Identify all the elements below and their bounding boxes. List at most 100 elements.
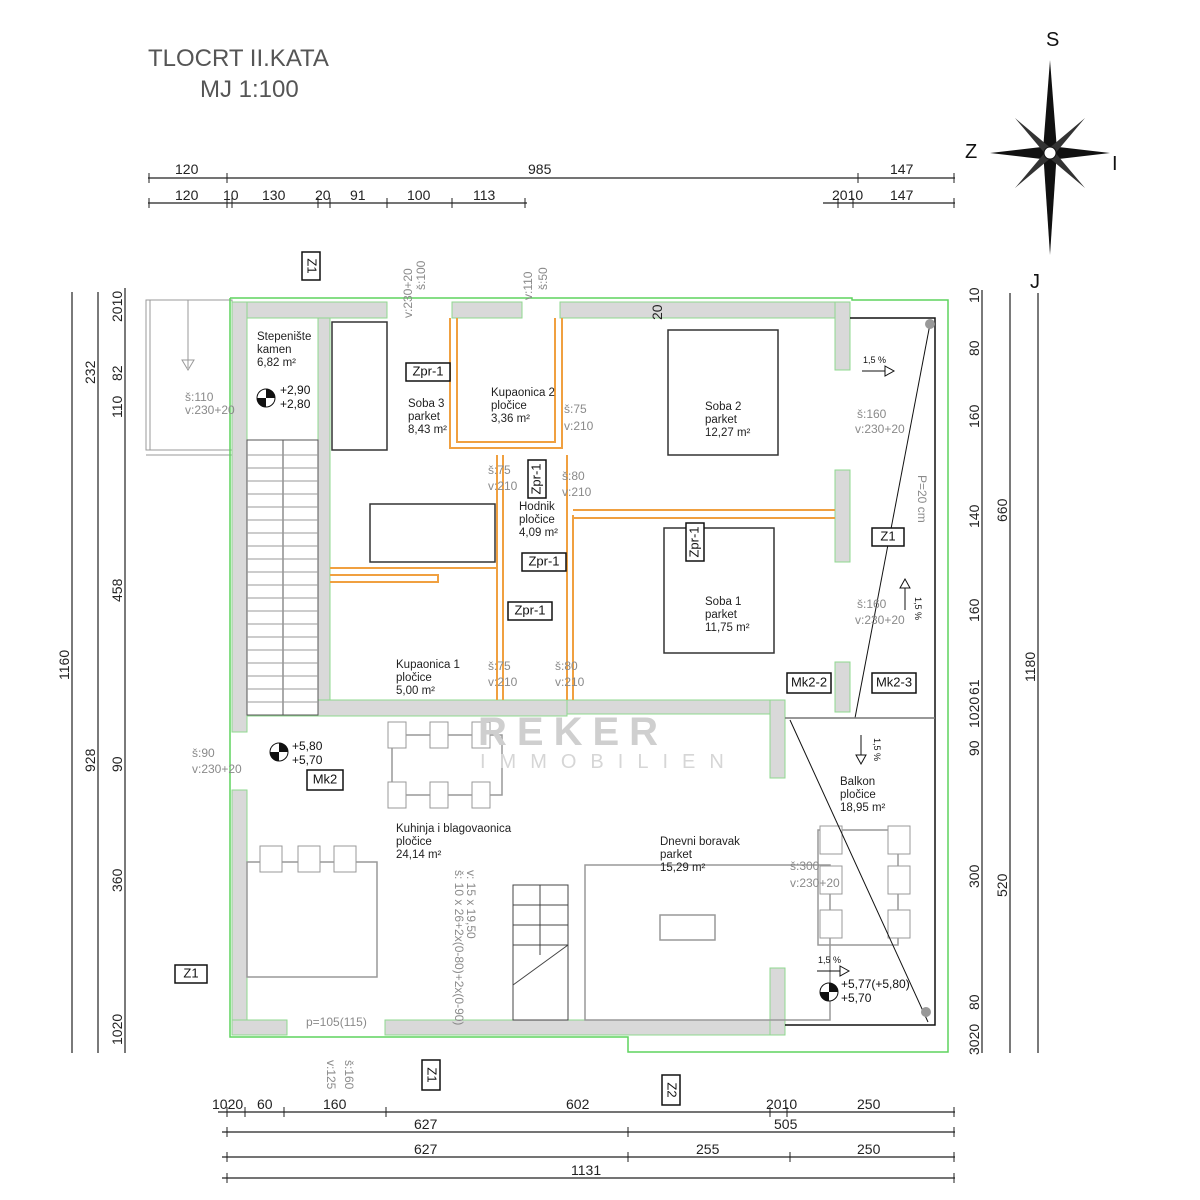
tag-z2: Z2 <box>665 1082 680 1097</box>
tag-box <box>521 552 567 572</box>
tag-box <box>405 362 451 382</box>
walls <box>231 301 851 1036</box>
opening-label: š:100 <box>414 260 428 290</box>
dimension-ticks <box>148 173 955 1183</box>
plan-scale: MJ 1:100 <box>200 76 299 103</box>
opening-label: v:230+20 <box>401 268 415 318</box>
room-floor: pločice <box>519 514 555 526</box>
dim-label: 61 <box>966 679 982 695</box>
dim-label: 100 <box>407 187 431 203</box>
opening-label: š:110 <box>185 390 214 404</box>
tag-z1: Z1 <box>305 258 320 273</box>
room-name: Kupaonica 2 <box>491 387 555 399</box>
dim-label: 120 <box>175 161 199 177</box>
opening-label: v:110 <box>521 271 535 300</box>
level-marker-icon <box>269 742 289 762</box>
tag-box <box>685 522 705 562</box>
balcony-outline <box>785 317 936 1026</box>
room-area: 6,82 m² <box>257 357 296 369</box>
dim-label: 90 <box>109 756 125 772</box>
inner-stair-run <box>512 884 569 1021</box>
opening-label: v:210 <box>488 479 518 493</box>
opening-label: v:210 <box>562 485 592 499</box>
dim-label: 80 <box>966 994 982 1010</box>
dim-label: 110 <box>109 395 125 418</box>
opening-label: š:75 <box>564 402 587 416</box>
slope-label: 1,5 % <box>863 355 886 365</box>
tag-zpr: Zpr-1 <box>528 463 543 494</box>
dim-label: 1020 <box>212 1096 243 1112</box>
opening-label: š:75 <box>488 463 511 477</box>
dim-label: 985 <box>528 161 552 177</box>
dim-label: 360 <box>109 868 125 892</box>
tag-box <box>786 672 832 694</box>
room-area: 8,43 m² <box>408 424 447 436</box>
dim-label: 120 <box>175 187 199 203</box>
dim-label: 505 <box>774 1116 798 1132</box>
compass-rose-icon <box>990 60 1110 255</box>
plan-title: TLOCRT II.KATA <box>148 45 329 72</box>
dim-label: 250 <box>857 1141 881 1157</box>
watermark-brand: REKER <box>478 710 668 754</box>
dim-label: 60 <box>257 1096 273 1112</box>
dim-label: 147 <box>890 161 914 177</box>
dim-label: 255 <box>696 1141 720 1157</box>
room-name: Soba 3 <box>408 398 444 410</box>
room-area: 11,75 m² <box>705 622 750 634</box>
opening-label: v:230+20 <box>185 403 235 417</box>
opening-label: š: 10 x 26+2x(0-80)+2x(0-90) <box>452 870 466 1025</box>
opening-label: š:160 <box>857 597 887 611</box>
dim-label: 2010 <box>109 291 125 322</box>
dim-label: 660 <box>994 498 1010 522</box>
room-name: Kuhinja i blagovaonica <box>396 823 512 835</box>
level-text: +2,90 <box>280 383 311 397</box>
dim-label: 627 <box>414 1116 438 1132</box>
opening-label: v:230+20 <box>855 422 905 436</box>
slope-label: 1,5 % <box>818 955 841 965</box>
dim-label: 20 <box>315 187 331 203</box>
opening-label: v:230+20 <box>855 613 905 627</box>
room-area: 5,00 m² <box>396 685 435 697</box>
opening-label: v:230+20 <box>192 762 242 776</box>
dim-label: 10 <box>223 187 239 203</box>
tag-mk2: Mk2 <box>313 771 338 786</box>
room-floor: parket <box>705 414 738 426</box>
opening-label: š:80 <box>555 659 578 673</box>
room-floor: pločice <box>840 789 876 801</box>
level-markers <box>256 388 839 1002</box>
room-floor: parket <box>408 411 441 423</box>
room-name: Hodnik <box>519 501 555 513</box>
dim-label: 520 <box>994 873 1010 897</box>
dim-label: 82 <box>109 365 125 381</box>
building-outline <box>229 297 949 1053</box>
dim-label: 627 <box>414 1141 438 1157</box>
opening-label: š:75 <box>488 659 511 673</box>
tag-zpr: Zpr-1 <box>514 602 545 617</box>
dim-label: 602 <box>566 1096 590 1112</box>
dim-label: 458 <box>109 578 125 602</box>
dim-label: 147 <box>890 187 914 203</box>
compass-west: Z <box>965 141 977 163</box>
room-name: Dnevni boravak <box>660 836 740 848</box>
interior-stair <box>246 439 319 716</box>
dim-label: 10 <box>966 287 982 303</box>
dim-label: 928 <box>82 748 98 772</box>
room-floor: pločice <box>491 400 527 412</box>
slope-label: 1,5 % <box>872 738 882 761</box>
dim-label: 160 <box>323 1096 347 1112</box>
dim-label: 3020 <box>966 1024 982 1055</box>
opening-label: v: 15 x 19,50 <box>464 870 478 939</box>
opening-label: š:50 <box>536 267 550 290</box>
dim-label: 90 <box>966 740 982 756</box>
dim-label: 2010 <box>832 187 863 203</box>
room-name: Balkon <box>840 776 875 788</box>
dim-label: 130 <box>262 187 286 203</box>
room-area: 24,14 m² <box>396 849 442 861</box>
compass-south: J <box>1030 271 1040 293</box>
dim-label: 1160 <box>56 650 72 680</box>
dim-label: 160 <box>966 404 982 428</box>
level-text: +5,77(+5,80) <box>841 977 910 991</box>
dim-label: 1180 <box>1022 652 1038 682</box>
dim-label: 91 <box>350 187 366 203</box>
room-floor: kamen <box>257 344 292 356</box>
